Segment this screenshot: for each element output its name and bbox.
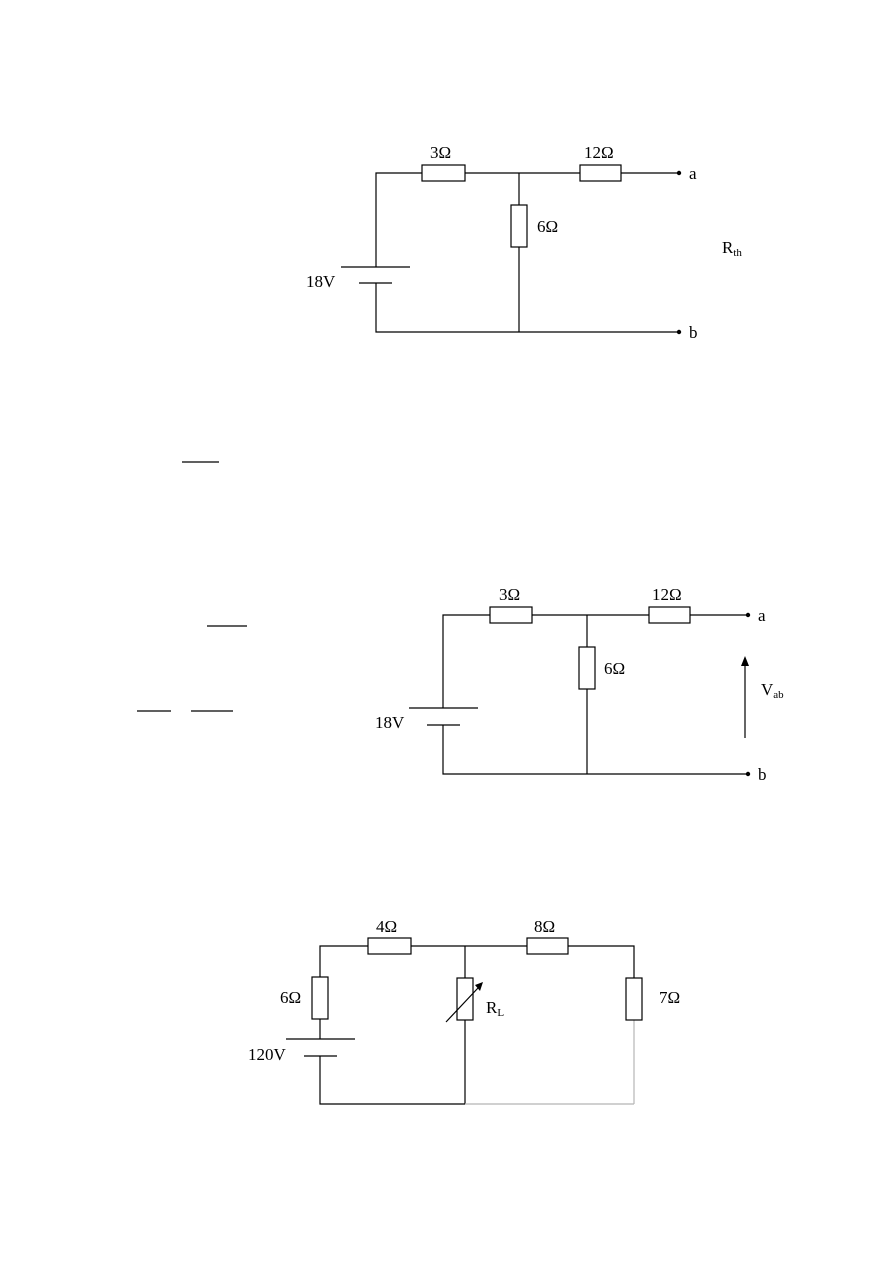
variable-arrow-shaft <box>445 987 479 1023</box>
resistor-3ohm <box>421 164 466 182</box>
label-rth-main: R <box>722 238 734 257</box>
vab-arrow-head <box>741 656 749 666</box>
terminal-b-dot <box>745 771 751 777</box>
label-vab-sub: ab <box>773 689 784 701</box>
label-terminal-a: a <box>758 606 766 625</box>
wire-left-top <box>442 614 490 708</box>
resistor-12ohm <box>648 606 691 624</box>
label-terminal-b: b <box>689 323 698 342</box>
label-rl-sub: L <box>497 1007 504 1019</box>
wire-right-top <box>568 945 635 978</box>
label-resistor-6ohm: 6Ω <box>537 217 558 236</box>
resistor-8ohm <box>526 937 569 955</box>
resistor-3ohm <box>489 606 533 624</box>
label-resistor-4ohm: 4Ω <box>376 917 397 936</box>
label-vab-main: V <box>761 680 774 699</box>
resistor-load-variable <box>456 977 474 1021</box>
label-rth: Rth <box>722 238 742 259</box>
resistor-12ohm <box>579 164 622 182</box>
circuit-diagram-thevenin-resistance: 3Ω 12Ω 6Ω 18V a b Rth <box>306 143 742 342</box>
label-resistor-8ohm: 8Ω <box>534 917 555 936</box>
circuit-diagram-maximum-power-load: 6Ω 4Ω 8Ω 7Ω 120V RL <box>248 917 680 1105</box>
label-resistor-12ohm: 12Ω <box>584 143 614 162</box>
wire-left-top <box>375 172 422 267</box>
label-load-rl: RL <box>486 998 504 1019</box>
label-rl-main: R <box>486 998 498 1017</box>
label-source-18v: 18V <box>375 713 405 732</box>
label-terminal-a: a <box>689 164 697 183</box>
label-resistor-7ohm: 7Ω <box>659 988 680 1007</box>
resistor-6ohm <box>510 204 528 248</box>
label-resistor-6ohm: 6Ω <box>604 659 625 678</box>
terminal-b-dot <box>676 329 682 335</box>
terminal-a-dot <box>745 612 751 618</box>
label-terminal-b: b <box>758 765 767 784</box>
label-resistor-12ohm: 12Ω <box>652 585 682 604</box>
resistor-7ohm <box>625 977 643 1021</box>
label-source-18v: 18V <box>306 272 336 291</box>
wire-left-top <box>319 945 368 977</box>
label-source-120v: 120V <box>248 1045 287 1064</box>
label-resistor-3ohm: 3Ω <box>430 143 451 162</box>
label-resistor-6ohm: 6Ω <box>280 988 301 1007</box>
terminal-a-dot <box>676 170 682 176</box>
wire-left-bottom <box>442 725 748 775</box>
label-resistor-3ohm: 3Ω <box>499 585 520 604</box>
label-rth-sub: th <box>733 247 742 259</box>
circuit-diagram-open-circuit-voltage: 3Ω 12Ω 6Ω 18V a b Vab <box>375 585 784 784</box>
resistor-6ohm <box>311 976 329 1020</box>
variable-arrow-head <box>475 982 483 991</box>
label-vab: Vab <box>761 680 784 701</box>
resistor-6ohm <box>578 646 596 690</box>
wire-left-bottom <box>375 283 679 333</box>
wire-bottom-left <box>319 1056 465 1105</box>
resistor-4ohm <box>367 937 412 955</box>
